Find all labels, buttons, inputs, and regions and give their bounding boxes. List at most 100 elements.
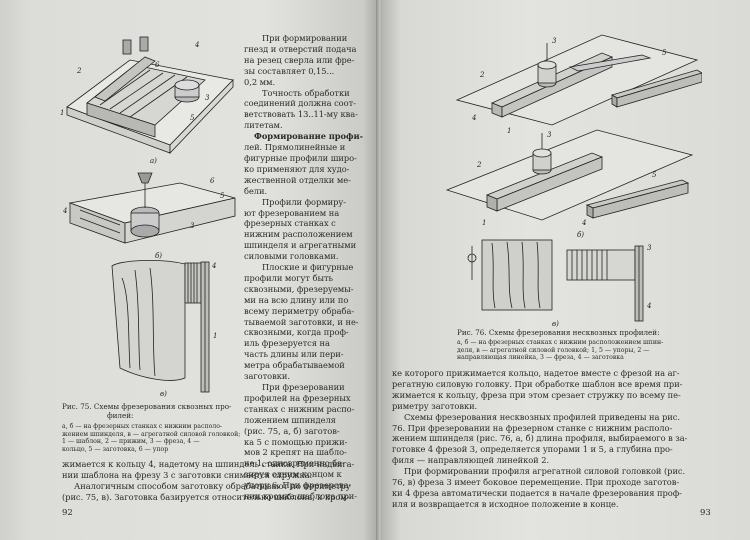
text-line: фрезерных станках с xyxy=(244,218,336,229)
figure-75-a: 21 46 35 а) xyxy=(60,36,234,165)
text-line: соединений должна соот- xyxy=(244,98,356,109)
text-line: 0,2 мм. xyxy=(244,76,276,87)
text-line: упору 6. При фрезерова- xyxy=(244,480,352,491)
text-line: зируя одним концом к xyxy=(244,469,342,480)
svg-text:1: 1 xyxy=(482,219,486,227)
svg-text:1: 1 xyxy=(507,127,511,135)
text-line: нии шаблона на фрезу 3 с заготовки снима… xyxy=(62,469,313,480)
text-line: шпинделя и агрегатными xyxy=(244,240,357,251)
text-line: 76. При фрезеровании на фрезерном станке… xyxy=(392,422,673,433)
text-line: Плоские и фигурные xyxy=(262,262,354,273)
svg-text:1: 1 xyxy=(213,332,217,340)
text-line: станках с нижним распо- xyxy=(244,403,355,414)
figure-75-caption-legend: а, б — на фрезерных станках с нижним рас… xyxy=(62,423,241,453)
text-line: иль фрезеруется на xyxy=(244,338,330,349)
text-line: филя — направляющей линейкой 2. xyxy=(392,455,550,466)
fig-75-label-b: б) xyxy=(155,252,162,260)
figure-76-c: 3 4 в) xyxy=(467,239,652,328)
fig-76-label-c: в) xyxy=(552,320,559,328)
text-line: жимается к кольцу 4, надетому на шпиндел… xyxy=(62,459,355,469)
text-line: гнезд и отверстий подача xyxy=(244,43,357,54)
text-line: Схемы фрезерования несквозных профилей п… xyxy=(404,411,680,422)
svg-text:5: 5 xyxy=(220,192,225,200)
svg-text:6: 6 xyxy=(155,61,160,69)
svg-text:4: 4 xyxy=(646,302,651,310)
svg-text:3: 3 xyxy=(552,37,557,45)
text-line: Аналогичным способом заготовку обрабатыв… xyxy=(74,480,351,491)
text-line: Профили формиру- xyxy=(262,196,346,207)
svg-text:2: 2 xyxy=(76,67,82,75)
text-line: нии кромка шаблона при- xyxy=(244,491,358,502)
text-line: Точность обработки xyxy=(262,87,350,98)
svg-text:5: 5 xyxy=(190,114,195,122)
text-line: жественной отделки ме- xyxy=(244,174,351,185)
text-line: ка 5 с помощью прижи- xyxy=(244,436,348,447)
text-line: бели. xyxy=(244,185,268,196)
text-line: регатную силовую головку. При обработке … xyxy=(392,378,683,389)
text-line: жением шпинделя (рис. 76, а, б) длина пр… xyxy=(392,433,688,444)
figure-76-caption-title: Рис. 76. Схемы фрезерования несквозных п… xyxy=(457,328,660,337)
text-line: метра обрабатываемой xyxy=(244,360,345,371)
text-line: часть длины или пери- xyxy=(244,349,344,360)
figure-76-caption-legend: а, б — на фрезерных станках с нижним рас… xyxy=(457,339,664,362)
fig-75-label-c: в) xyxy=(160,390,167,398)
left-bottom-text: жимается к кольцу 4, надетому на шпиндел… xyxy=(62,459,372,503)
svg-text:2: 2 xyxy=(476,161,482,169)
text-line: фигурные профили широ- xyxy=(244,152,357,163)
svg-text:6: 6 xyxy=(210,177,215,185)
text-line: ветствовать 13..11-му ква- xyxy=(244,109,358,120)
text-line: иля и возвращается в исходное положение … xyxy=(392,498,619,509)
text-line: ки 4 фреза автоматически подается в нача… xyxy=(392,487,682,498)
text-line: всему периметру обраба- xyxy=(244,305,355,316)
svg-text:4: 4 xyxy=(581,219,586,227)
text-line: сквозными, фрезеруемы- xyxy=(244,283,354,294)
right-body-text: ке которого прижимается кольцо, надетое … xyxy=(392,368,732,510)
text-line: силовыми головками. xyxy=(244,251,339,262)
text-line: риметру заготовки. xyxy=(392,400,478,411)
svg-text:3: 3 xyxy=(190,222,195,230)
page-number-left: 92 xyxy=(62,508,73,518)
svg-text:3: 3 xyxy=(647,244,652,252)
text-line: При формировании xyxy=(262,33,348,43)
text-line: не 1, одновременно ба- xyxy=(244,458,345,469)
text-line: ют фрезерованием на xyxy=(244,207,340,218)
page-number-right: 93 xyxy=(700,508,711,518)
svg-text:4: 4 xyxy=(62,207,67,215)
svg-text:4: 4 xyxy=(211,262,216,270)
text-line: При формировании профиля агрегатной сило… xyxy=(404,466,686,477)
text-line: ми на всю длину или по xyxy=(244,294,349,305)
svg-text:1: 1 xyxy=(60,109,64,117)
book-spine xyxy=(376,0,384,540)
fig-75-label-a: а) xyxy=(150,157,157,165)
text-line: зы составляет 0,15... xyxy=(244,65,335,76)
text-line: литетам. xyxy=(244,120,283,131)
fig-76-label-b: б) xyxy=(577,231,584,239)
text-line: (рис. 75, в). Заготовка базируется относ… xyxy=(62,491,350,502)
text-line: тываемой заготовки, и не- xyxy=(244,316,359,327)
text-line: заготовки. xyxy=(244,371,290,382)
text-line: 76, в) фреза 3 имеет боковое перемещение… xyxy=(392,477,680,488)
svg-text:2: 2 xyxy=(479,71,485,79)
text-line: ко применяют для худо- xyxy=(244,163,350,174)
text-line: ложением шпинделя xyxy=(244,414,336,425)
figure-75-b: 65 3 4 б) xyxy=(62,172,236,260)
figure-75-caption-title: Рис. 75. Схемы фрезерования сквозных про… xyxy=(62,402,232,420)
text-line: на резец сверла или фре- xyxy=(244,54,355,65)
svg-text:5: 5 xyxy=(662,49,667,57)
svg-text:4: 4 xyxy=(194,41,199,49)
text-line: При фрезеровании xyxy=(262,382,345,392)
svg-text:5: 5 xyxy=(652,171,657,179)
text-line: готовке 4 фрезой 3, определяется упорами… xyxy=(392,444,673,455)
text-line: сквозными, когда проф- xyxy=(244,327,349,338)
text-line: нижним расположением xyxy=(244,229,353,240)
text-line: жимается к кольцу, фреза при этом срезае… xyxy=(392,389,681,400)
text-line: профилей на фрезерных xyxy=(244,392,351,403)
text-line: лей. Прямолинейные и xyxy=(244,142,346,153)
text-line: мов 2 крепят на шабло- xyxy=(244,447,347,458)
text-line: ке которого прижимается кольцо, надетое … xyxy=(392,368,680,378)
text-line: профили могут быть xyxy=(244,272,334,283)
right-page: 23 45 1 а) 23 14 5 б) xyxy=(382,0,750,540)
svg-text:4: 4 xyxy=(471,114,476,122)
